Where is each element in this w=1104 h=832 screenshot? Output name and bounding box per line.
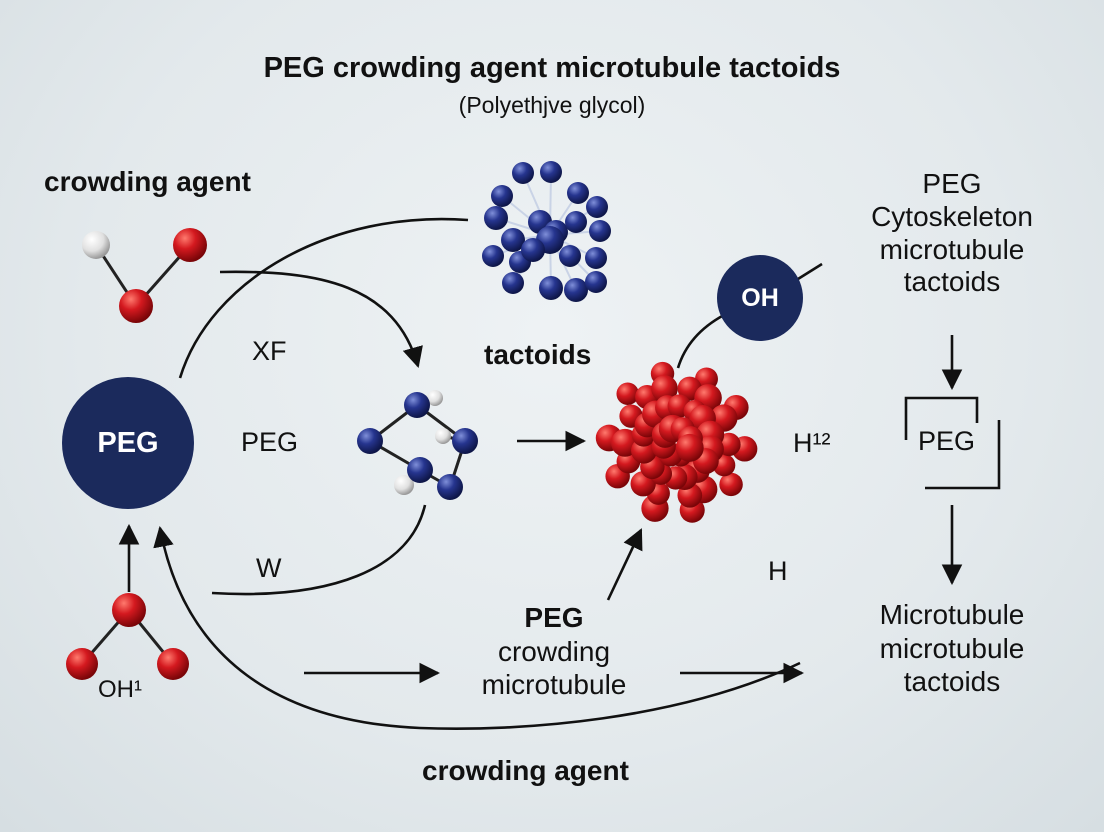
red-cluster [595,361,758,523]
blueCluster-atom [512,162,534,184]
label-h12: H¹² [793,428,831,458]
blueCluster-atom [540,161,562,183]
label-w: W [256,553,282,583]
blueCluster-atom [567,182,589,204]
right-bottom-line-3: tactoids [903,666,1001,698]
oh-molecule [66,593,189,680]
blueCluster-atom [521,238,545,262]
blueCluster-atom [585,271,607,293]
center-bottom-line-3: microtubule [481,669,627,701]
center-bottom-line-2: crowding [497,635,611,667]
label-oh1: OH¹ [98,676,142,703]
peg-node-circle [62,377,194,509]
label-h: H [768,556,788,586]
blueCluster-atom [502,272,524,294]
blue-cluster [482,161,611,302]
peg-box-bracket [904,396,1001,490]
peg-node-label: PEG [97,426,159,459]
redCluster-atom [719,472,743,497]
center-bottom-line-1: PEG [524,602,584,633]
arrow-crowding-to-ring [219,270,423,369]
redCluster-atom [651,375,678,402]
blueCluster-atom [491,185,513,207]
right-top-line-4: tactoids [903,266,1001,298]
ring-molecule [357,390,478,500]
arrow-center-to-red-cluster [606,528,643,601]
blueCluster-atom [482,245,504,267]
right-top-line-1: PEG [922,168,982,199]
arc-ring-to-w [211,504,427,596]
oh-node-label: OH [741,283,779,312]
diagram-title: PEG crowding agent microtubule tactoids [263,52,841,84]
label-xf: XF [252,336,287,366]
redCluster-atom [675,433,704,462]
label-crowding-agent-bottom: crowding agent [422,755,629,786]
right-top-line-3: microtubule [879,233,1025,265]
right-top-line-2: Cytoskeleton [871,200,1033,232]
blueCluster-atom [589,220,611,242]
label-center-bottom-block: PEG crowding microtubule [436,601,672,702]
line-red-cluster-to-oh [676,313,725,369]
label-peg-mid: PEG [241,427,299,457]
crowding-agent-molecule [82,228,207,323]
oh-node-circle [717,255,803,341]
label-peg-box: PEG [918,426,976,456]
label-right-top-block: PEG Cytoskeleton microtubule tactoids [832,168,1072,299]
blueCluster-atom [585,247,607,269]
long-arc-bottom-to-peg-node [153,525,801,730]
label-tactoids: tactoids [484,339,592,370]
label-right-bottom-block: Microtubule microtubule tactoids [832,598,1072,699]
blueCluster-atom [539,276,563,300]
blueCluster-atom [565,211,587,233]
right-bottom-line-1: Microtubule [879,599,1025,630]
diagram-subtitle: (Polyethjve glycol) [458,92,646,118]
blueCluster-atom [586,196,608,218]
label-crowding-agent-top: crowding agent [44,166,251,197]
blueCluster-atom [501,228,525,252]
blueCluster-atom [559,245,581,267]
arc-peg-to-tactoid-cluster [178,217,469,379]
blueCluster-atom [564,278,588,302]
blueCluster-atom [484,206,508,230]
redCluster-atom [616,382,639,406]
right-bottom-line-2: microtubule [879,632,1025,664]
